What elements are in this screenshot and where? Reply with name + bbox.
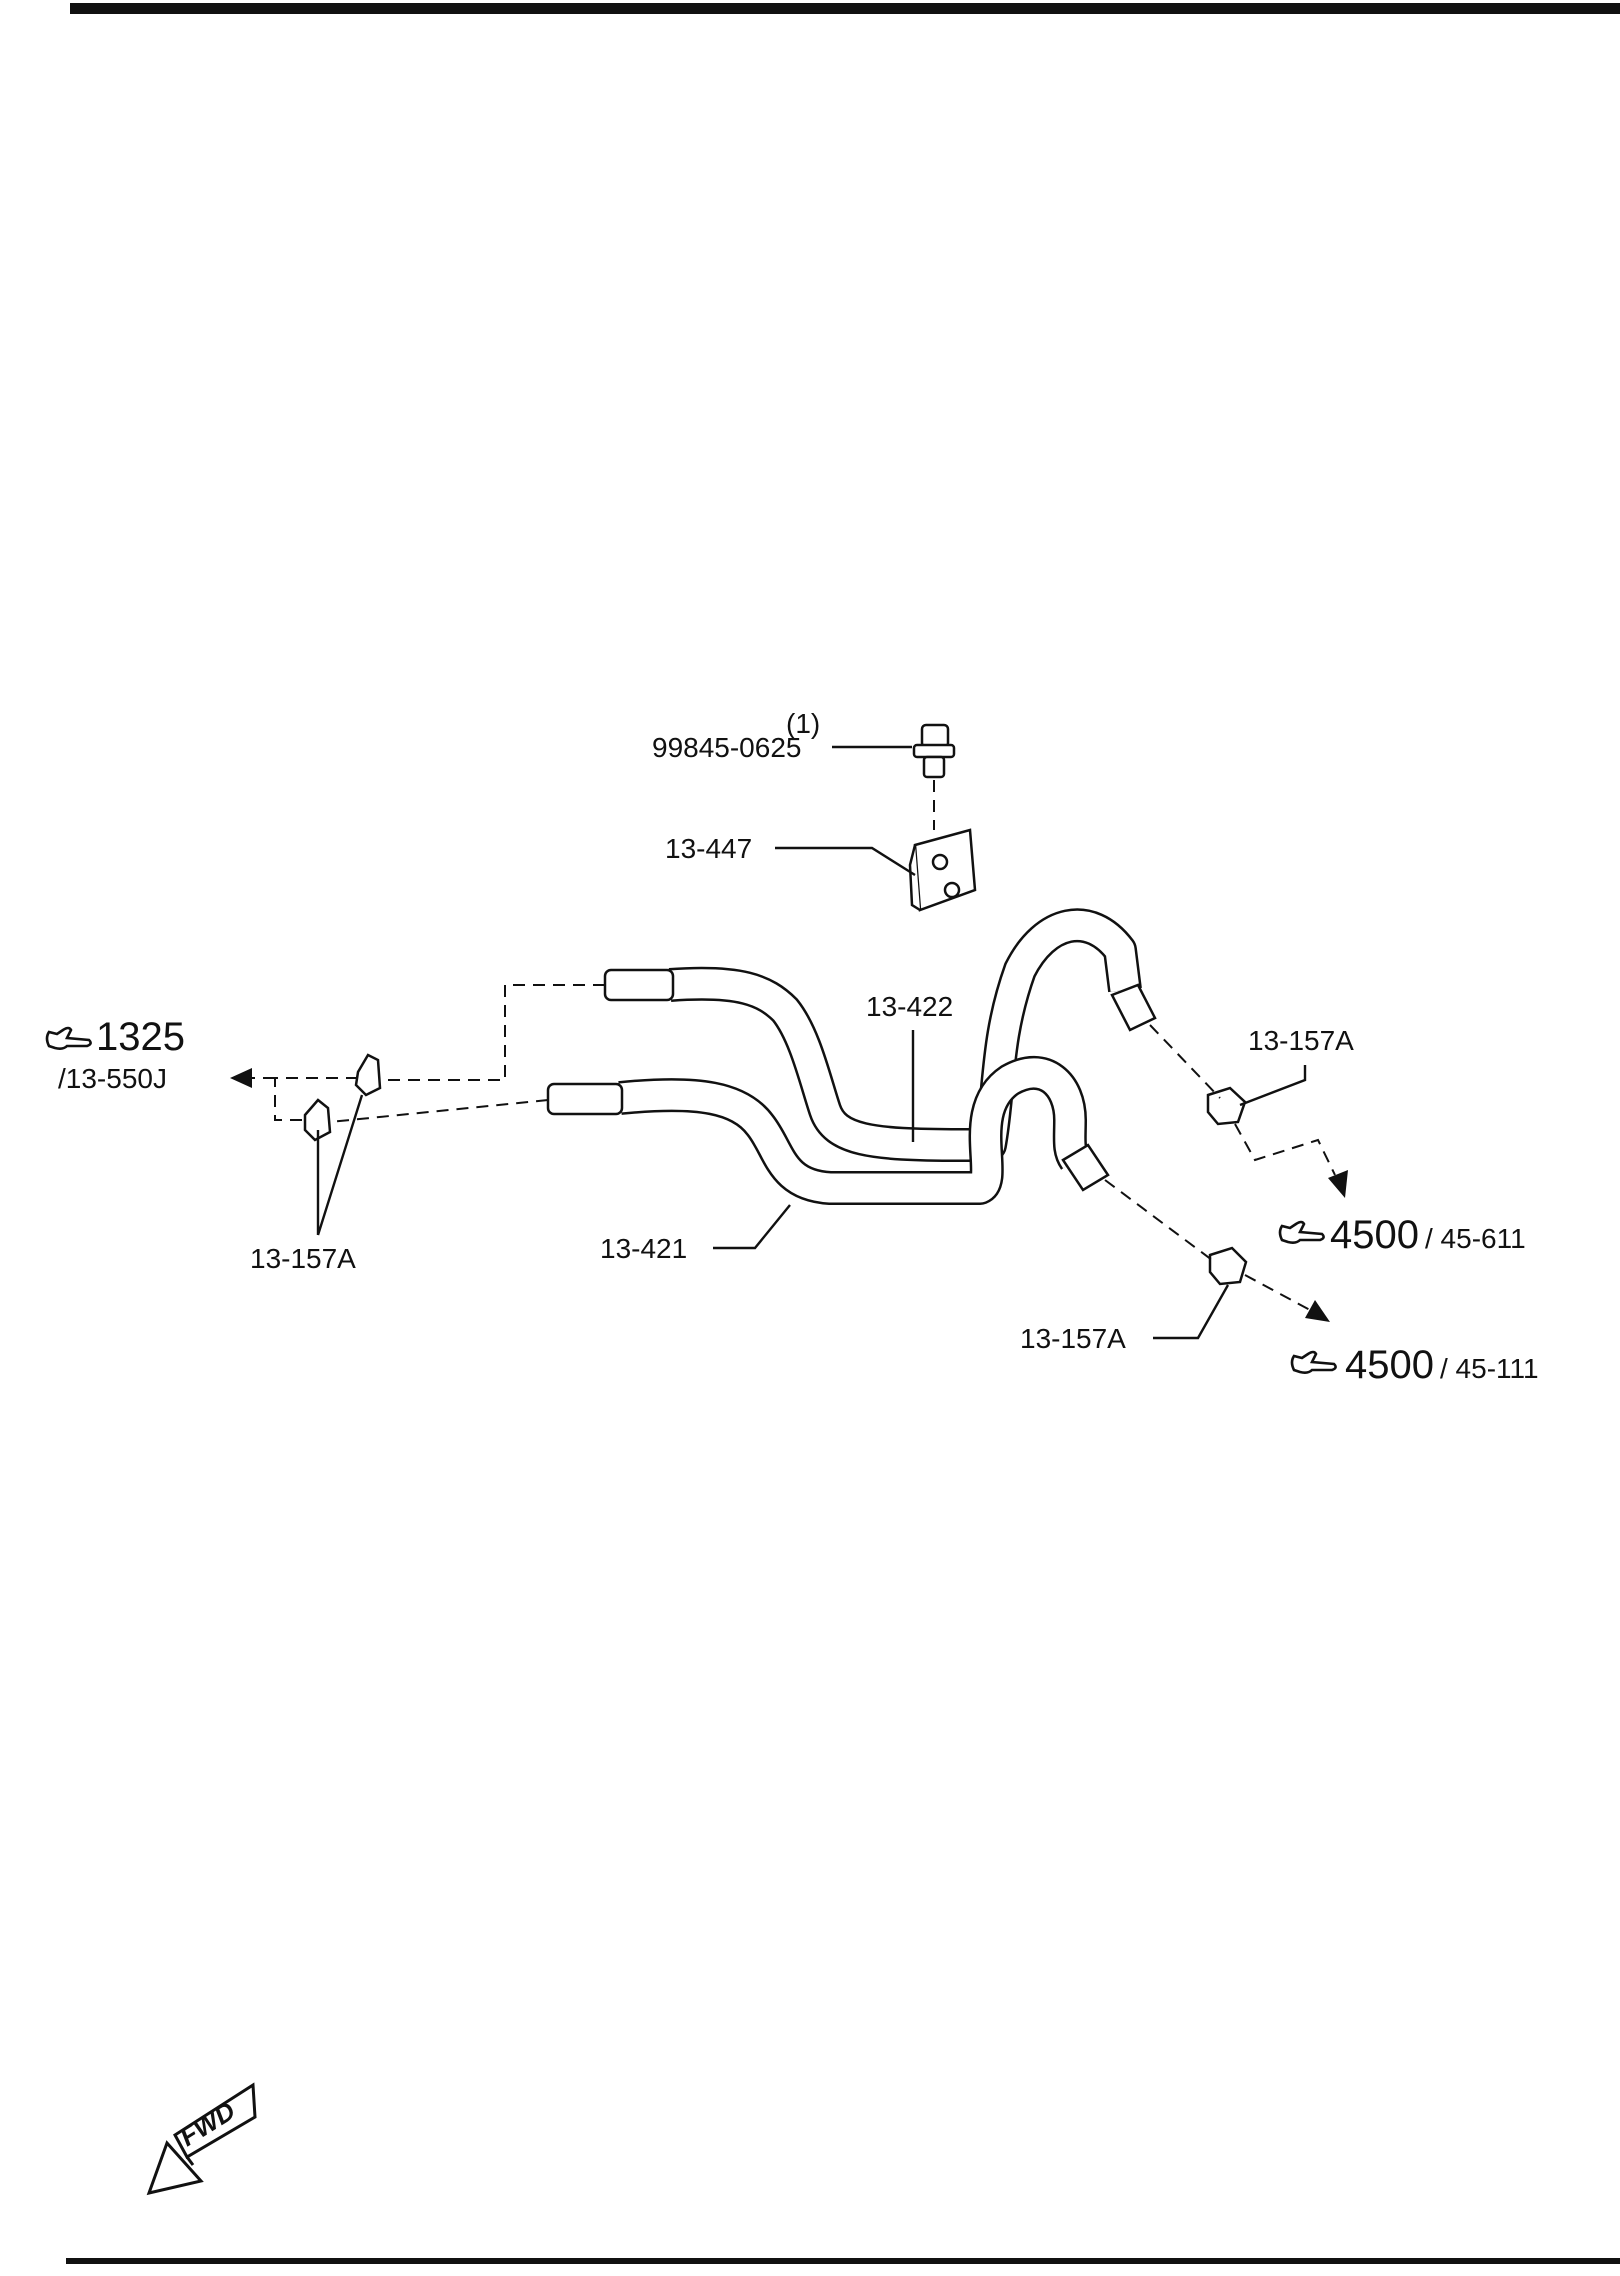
leader-clip-right-upper xyxy=(1239,1065,1307,1107)
hose-upper-end-left xyxy=(603,968,675,1002)
ref-right-lower-main: 4500 xyxy=(1345,1343,1434,1387)
clip-right-lower-part-label: 13-157A xyxy=(1020,1323,1126,1354)
top-rule xyxy=(70,3,1620,14)
bracket-icon xyxy=(908,828,977,912)
pointing-hand-icon xyxy=(1278,1220,1325,1244)
bolt-qty-label: (1) xyxy=(786,708,820,739)
clip-right-upper-part-label: 13-157A xyxy=(1248,1025,1354,1056)
leader-clip-right-lower xyxy=(1153,1284,1230,1340)
dash-clip-to-ref-left xyxy=(274,1077,358,1121)
bracket-part-label: 13-447 xyxy=(665,833,752,864)
leader-bracket xyxy=(775,846,916,877)
hose-lower-end-left xyxy=(546,1082,624,1116)
ref-right-upper-sub: / 45-611 xyxy=(1425,1223,1526,1254)
arrow-left-head xyxy=(230,1068,252,1088)
ref-left-main: 1325 xyxy=(96,1015,185,1059)
pointing-hand-icon xyxy=(1290,1350,1337,1374)
ref-right-upper[interactable]: 4500 / 45-611 xyxy=(1278,1213,1526,1257)
dash-upper-right-to-ref xyxy=(1234,1123,1336,1176)
clip-left-upper-icon xyxy=(354,1053,382,1097)
hose-upper-end-right xyxy=(1110,983,1157,1032)
hose-lower xyxy=(618,1055,1090,1205)
leader-clip-left xyxy=(316,1094,364,1236)
ref-right-lower[interactable]: 4500 / 45-111 xyxy=(1290,1343,1539,1387)
dash-upper-hose-to-clip xyxy=(380,984,605,1081)
dash-lower-right xyxy=(1104,1179,1213,1261)
clip-left-part-label: 13-157A xyxy=(250,1243,356,1274)
bolt-icon xyxy=(912,723,956,830)
pointing-hand-icon xyxy=(45,1026,92,1050)
hose-lower-end-right xyxy=(1061,1143,1110,1192)
ref-left[interactable]: 1325 /13-550J xyxy=(45,1015,185,1094)
ref-right-lower-sub: / 45-111 xyxy=(1440,1353,1539,1384)
arrow-right-upper-head xyxy=(1328,1170,1348,1198)
bottom-rule xyxy=(66,2258,1620,2264)
hose-upper xyxy=(668,908,1142,1162)
hose-lower-part-label: 13-421 xyxy=(600,1233,687,1264)
bolt-part-label: 99845-0625 xyxy=(652,732,801,763)
dash-lower-right-to-ref xyxy=(1244,1274,1311,1311)
clip-right-lower-icon xyxy=(1208,1246,1248,1286)
clip-left-lower-icon xyxy=(303,1098,332,1142)
leader-hose-lower xyxy=(713,1204,791,1250)
ref-left-sub: /13-550J xyxy=(58,1063,167,1094)
arrow-right-lower-head xyxy=(1305,1300,1330,1322)
dash-upper-right xyxy=(1149,1024,1221,1099)
clip-right-upper-icon xyxy=(1206,1086,1247,1126)
dash-lower-hose-to-clip xyxy=(329,1099,549,1123)
fwd-arrow-icon: FWD xyxy=(146,2082,257,2196)
ref-right-upper-main: 4500 xyxy=(1330,1213,1419,1257)
hose-upper-part-label: 13-422 xyxy=(866,991,953,1022)
